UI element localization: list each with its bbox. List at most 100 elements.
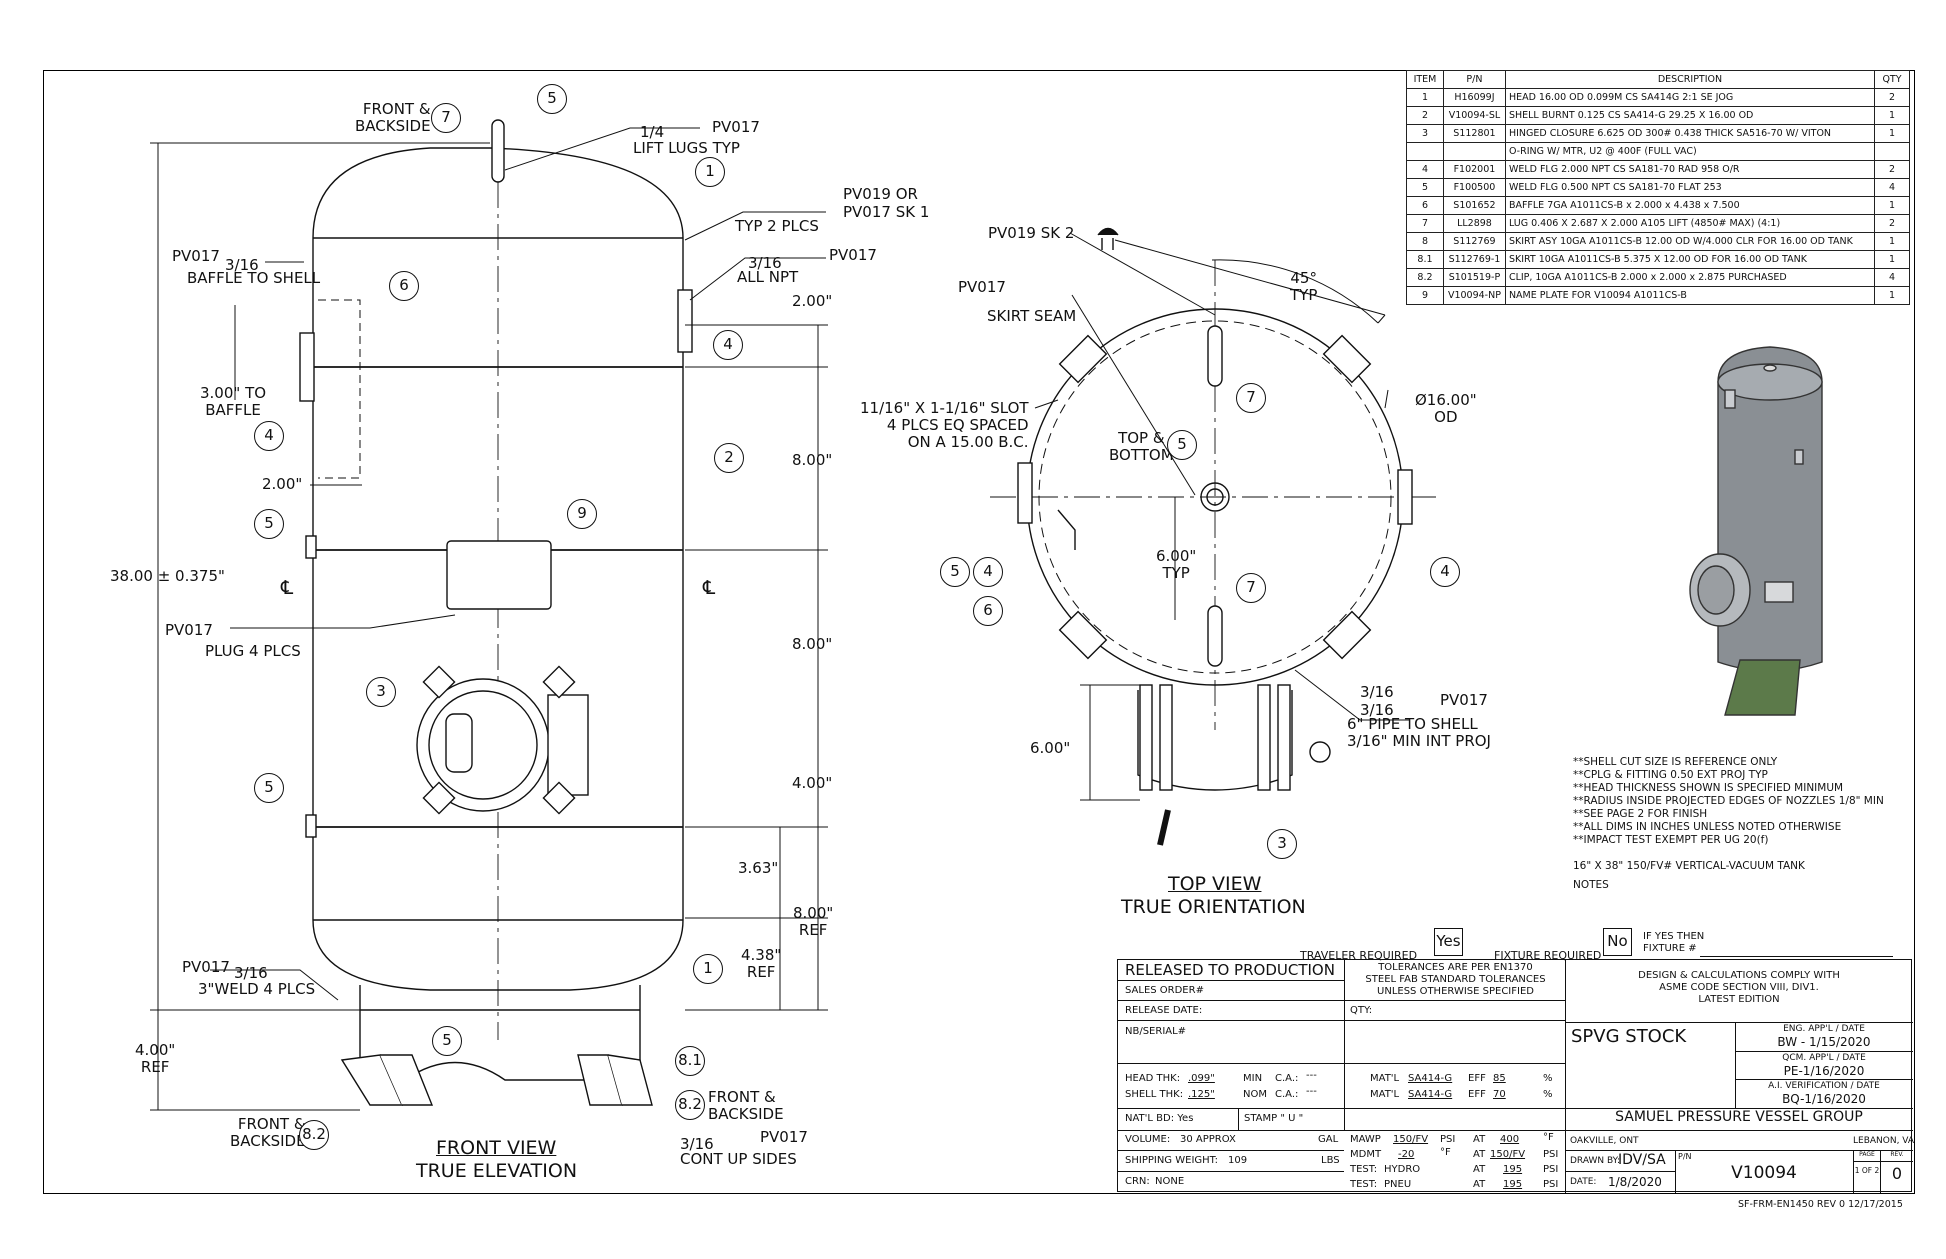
bom-qty: 4 bbox=[1874, 268, 1910, 287]
front-view-dimensions bbox=[150, 127, 828, 1111]
front-view-subtitle: TRUE ELEVATION bbox=[416, 1160, 578, 1182]
weld-symbol-pipe-b: 3/16 bbox=[1360, 701, 1394, 719]
centerline-left: ℄ bbox=[281, 577, 294, 599]
qcm-appl-value: PE-1/16/2020 bbox=[1783, 1064, 1865, 1078]
head-eff-pct: % bbox=[1543, 1073, 1553, 1084]
head-matl-value: SA414-G bbox=[1408, 1073, 1453, 1084]
bom-pn: S112769-1 bbox=[1442, 250, 1506, 269]
shell-thk-value: .125" bbox=[1188, 1089, 1215, 1100]
test1-at: AT bbox=[1473, 1164, 1486, 1175]
mdmt-deg: °F bbox=[1440, 1147, 1451, 1158]
mawp-psi: PSI bbox=[1440, 1134, 1456, 1145]
dim-4-00-ref: 4.00" REF bbox=[135, 1041, 176, 1076]
dim-2-00-left: 2.00" bbox=[262, 475, 303, 493]
dim-4-00: 4.00" bbox=[792, 774, 833, 792]
bom-pn: LL2898 bbox=[1442, 214, 1506, 233]
head-thk-label: HEAD THK: bbox=[1125, 1073, 1181, 1084]
shell-eff-pct: % bbox=[1543, 1089, 1553, 1100]
label-top-bottom: TOP & BOTTOM bbox=[1109, 429, 1174, 464]
bom-description: WELD FLG 2.000 NPT CS SA181-70 RAD 958 O… bbox=[1504, 160, 1876, 179]
label-plug-4-plcs: PLUG 4 PLCS bbox=[205, 642, 301, 660]
bom-item: 7 bbox=[1406, 214, 1444, 233]
volume-value: 30 APPROX bbox=[1180, 1134, 1236, 1145]
fixture-required-label: FIXTURE REQUIRED bbox=[1494, 949, 1602, 962]
bom-item bbox=[1406, 142, 1444, 161]
mdmt-psi: PSI bbox=[1543, 1149, 1559, 1160]
dim-od: Ø16.00" OD bbox=[1415, 391, 1477, 426]
natl-bd: NAT'L BD: Yes bbox=[1125, 1113, 1194, 1124]
bom-row: O-RING W/ MTR, U2 @ 400F (FULL VAC) bbox=[1406, 142, 1910, 161]
bubble-item-5-a: 5 bbox=[254, 509, 284, 539]
note-line: **RADIUS INSIDE PROJECTED EDGES OF NOZZL… bbox=[1573, 795, 1884, 807]
test2-value: PNEU bbox=[1384, 1179, 1412, 1190]
head-eff-label: EFF bbox=[1468, 1073, 1486, 1084]
shipping-weight-label: SHIPPING WEIGHT: bbox=[1125, 1155, 1219, 1166]
weld-symbol-lift: 1/4 bbox=[640, 123, 665, 141]
released-to-production: RELEASED TO PRODUCTION bbox=[1125, 961, 1335, 979]
bom-description: LUG 0.406 X 2.687 X 2.000 A105 LIFT (485… bbox=[1504, 214, 1876, 233]
nb-serial-label: NB/SERIAL# bbox=[1125, 1026, 1187, 1037]
bom-description: WELD FLG 0.500 NPT CS SA181-70 FLAT 253 bbox=[1504, 178, 1876, 197]
part-number: V10094 bbox=[1731, 1163, 1797, 1183]
bom-description: SKIRT 10GA A1011CS-B 5.375 X 12.00 OD FO… bbox=[1504, 250, 1876, 269]
bom-qty: 1 bbox=[1874, 124, 1910, 143]
bom-header-item: ITEM bbox=[1406, 70, 1444, 89]
bom-qty: 1 bbox=[1874, 250, 1910, 269]
shell-matl-label: MAT'L bbox=[1370, 1089, 1400, 1100]
bom-item: 9 bbox=[1406, 286, 1444, 305]
dim-overall-height: 38.00 ± 0.375" bbox=[110, 567, 225, 585]
bom-qty: 1 bbox=[1874, 196, 1910, 215]
bubble-item-5-skirt: 5 bbox=[432, 1026, 462, 1056]
ai-verification-label: A.I. VERIFICATION / DATE bbox=[1768, 1081, 1880, 1091]
pn-label: P/N bbox=[1678, 1152, 1692, 1161]
bom-item: 1 bbox=[1406, 88, 1444, 107]
label-pv017-e: PV017 bbox=[182, 958, 230, 976]
note-line: **IMPACT TEST EXEMPT PER UG 20(f) bbox=[1573, 834, 1769, 846]
bom-pn: V10094-SL bbox=[1442, 106, 1506, 125]
tank-description: 16" X 38" 150/FV# VERTICAL-VACUUM TANK bbox=[1573, 860, 1805, 872]
spvg-stock: SPVG STOCK bbox=[1571, 1026, 1687, 1047]
mdmt-pressure: 150/FV bbox=[1490, 1149, 1526, 1160]
bubble-item-8-1: 8.1 bbox=[675, 1046, 705, 1076]
test2-label: TEST: bbox=[1350, 1179, 1378, 1190]
label-all-npt: ALL NPT bbox=[737, 268, 799, 286]
mawp-value: 150/FV bbox=[1393, 1134, 1429, 1145]
mawp-at: AT bbox=[1473, 1134, 1486, 1145]
test2-at: AT bbox=[1473, 1179, 1486, 1190]
label-pv017-d: PV017 bbox=[165, 621, 213, 639]
traveler-required-label: TRAVELER REQUIRED bbox=[1300, 949, 1418, 962]
rev-value: 0 bbox=[1891, 1164, 1903, 1183]
dim-4-38-ref: 4.38" REF bbox=[741, 946, 782, 981]
bubble-item-9: 9 bbox=[567, 499, 597, 529]
note-line: **HEAD THICKNESS SHOWN IS SPECIFIED MINI… bbox=[1573, 782, 1844, 794]
test1-psi: PSI bbox=[1543, 1164, 1559, 1175]
page-value: 1 OF 2 bbox=[1854, 1166, 1880, 1175]
bom-item: 8.1 bbox=[1406, 250, 1444, 269]
label-slot: 11/16" X 1-1/16" SLOT 4 PLCS EQ SPACED O… bbox=[860, 399, 1029, 451]
bubble-item-4-left: 4 bbox=[254, 421, 284, 451]
head-eff-value: 85 bbox=[1493, 1073, 1506, 1084]
label-typ-2-plcs: TYP 2 PLCS bbox=[735, 217, 819, 235]
eng-appl-label: ENG. APP'L / DATE bbox=[1783, 1024, 1865, 1034]
label-pv017-pipe: PV017 bbox=[1440, 691, 1488, 709]
drawing-border bbox=[43, 70, 1915, 1194]
head-thk-value: .099" bbox=[1188, 1073, 1215, 1084]
bubble-item-1-top: 1 bbox=[695, 157, 725, 187]
mawp-temp: 400 bbox=[1500, 1134, 1520, 1145]
rev-label: REV. bbox=[1890, 1151, 1904, 1158]
bubble-item-4-left-view: 4 bbox=[973, 557, 1003, 587]
crn-label: CRN: bbox=[1125, 1176, 1150, 1187]
stamp: STAMP " U " bbox=[1244, 1113, 1304, 1124]
bubble-item-5-b: 5 bbox=[254, 773, 284, 803]
bom-qty: 1 bbox=[1874, 232, 1910, 251]
date-value: 1/8/2020 bbox=[1608, 1175, 1662, 1189]
note-line: **SEE PAGE 2 FOR FINISH bbox=[1573, 808, 1708, 820]
test2-psi: PSI bbox=[1543, 1179, 1559, 1190]
ai-verification-value: BQ-1/16/2020 bbox=[1782, 1092, 1866, 1106]
bom-header-qty: QTY bbox=[1874, 70, 1910, 89]
volume-label: VOLUME: bbox=[1125, 1134, 1171, 1145]
